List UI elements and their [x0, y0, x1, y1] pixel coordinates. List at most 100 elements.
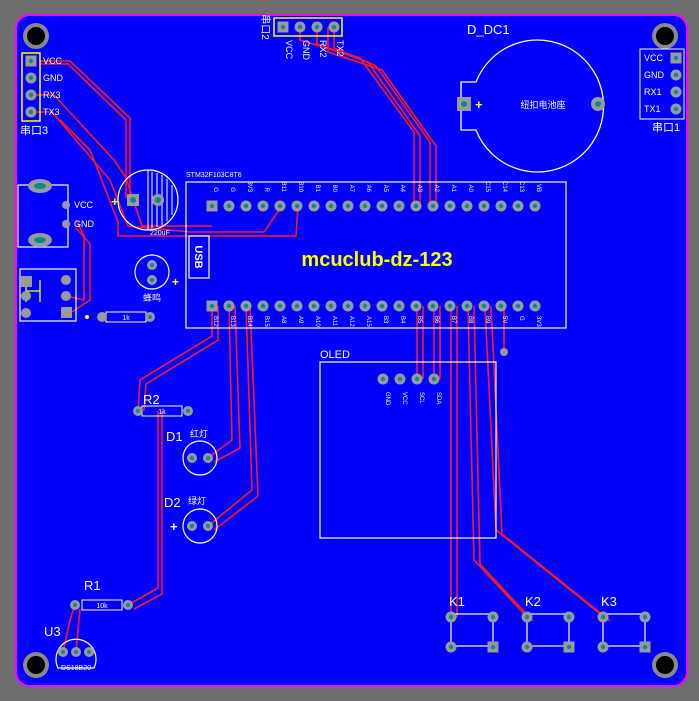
buzzer-polarity: +: [172, 275, 179, 289]
trace: [40, 63, 127, 198]
battery-holder-outline: [460, 39, 605, 173]
led-label: 红灯: [190, 428, 208, 439]
pin-pad-hole: [311, 203, 317, 209]
push-button: K1: [445, 594, 499, 653]
pin-pad-hole: [566, 644, 572, 650]
pin-pad-hole: [396, 303, 402, 309]
switch-pad: [61, 307, 72, 318]
sensor-pad-hole: [61, 650, 65, 654]
trace: [467, 305, 528, 618]
power-jack-pad-hole: [34, 183, 46, 189]
mcu-pin-label: B10: [297, 181, 303, 192]
pin-pad-hole: [600, 614, 606, 620]
trace: [75, 608, 81, 653]
pin-pad-hole: [498, 203, 504, 209]
pin-pad-hole: [447, 203, 453, 209]
trace: [490, 305, 611, 622]
mcu-pin-label: B7: [450, 316, 456, 324]
capacitor-pad-hole: [130, 197, 136, 203]
header-right-pin-label: TX1: [644, 104, 661, 114]
pin-pad-hole: [524, 644, 530, 650]
pin-pad-hole: [448, 644, 454, 650]
resistor-pad-hole: [73, 603, 77, 607]
pin-pad-hole: [490, 644, 496, 650]
power-jack-pin-label: VCC: [74, 200, 94, 210]
pin-pad-hole: [532, 303, 538, 309]
pin-pad-hole: [430, 203, 436, 209]
mcu-pin-label: C13: [518, 181, 524, 193]
resistor-pad-hole: [148, 315, 152, 319]
switch-pad: [21, 276, 32, 287]
mcu-pin-label: A10: [314, 316, 320, 327]
pin-pad-hole: [397, 376, 403, 382]
resistor-value: 10k: [96, 603, 108, 610]
trace: [473, 305, 534, 622]
mcu-pin-label: A7: [348, 185, 354, 193]
resistor-ref: R1: [84, 578, 101, 593]
pin-pad-hole: [28, 92, 34, 98]
button-outline: [526, 613, 570, 647]
button-outline: [450, 613, 494, 647]
power-jack-pin-label: GND: [74, 219, 95, 229]
mcu-pin-label: 3V3: [246, 181, 252, 192]
polarity-dot: [85, 315, 89, 319]
via: [500, 348, 508, 356]
trace: [65, 219, 85, 301]
switch-outline: [19, 268, 77, 322]
mcu-pin-label: B11: [280, 182, 286, 193]
buzzer-label: 蜂鸣: [143, 292, 161, 303]
pin-pad-hole: [328, 203, 334, 209]
pin-pad-hole: [673, 89, 679, 95]
pin-pad-hole: [294, 303, 300, 309]
header-left-pin-label: RX3: [43, 90, 61, 100]
power-jack-pad: [62, 201, 70, 209]
sensor-outline: [55, 638, 97, 669]
buzzer-outline: [134, 254, 170, 290]
pin-pad-hole: [673, 106, 679, 112]
pin-pad-hole: [396, 203, 402, 209]
switch-pad: [21, 291, 31, 301]
led-outline: [182, 440, 218, 476]
pin-pad-hole: [430, 303, 436, 309]
pin-pad-hole: [243, 303, 249, 309]
board-outline: [15, 14, 688, 687]
pin-pad-hole: [380, 376, 386, 382]
pin-pad-hole: [447, 303, 453, 309]
header-right-ref: 串口1: [652, 121, 680, 134]
trace: [59, 119, 299, 237]
resistor-pad-hole: [126, 603, 130, 607]
mcu-pin-label: A3: [416, 185, 422, 193]
led-outline: [182, 508, 218, 544]
header-right-pin-label: VCC: [644, 53, 664, 63]
switch-pad: [61, 275, 71, 285]
board-title: mcuclub-dz-123: [301, 249, 452, 271]
mounting-hole: [27, 656, 45, 674]
pin-pad-hole: [414, 376, 420, 382]
mcu-pin-label: A6: [365, 185, 371, 193]
button-ref: K3: [601, 594, 617, 609]
mcu-pin-label: 3V3: [535, 316, 541, 327]
sensor-pad-hole: [74, 650, 78, 654]
usb-connector-outline: [188, 235, 210, 279]
resistor-value: 1k: [122, 315, 130, 322]
led-ref: D2: [164, 495, 181, 510]
pin-pad-hole: [379, 303, 385, 309]
pin-pad-hole: [297, 24, 303, 30]
battery-pad-hole: [595, 101, 601, 107]
header-top-ref: 串口2: [259, 14, 271, 40]
mcu-pin-label: VB: [535, 184, 541, 192]
mcu-pin-label: B4: [399, 316, 405, 324]
header-top-pin-label: GND: [301, 40, 311, 61]
battery-pad-hole: [461, 101, 467, 107]
trace: [327, 27, 437, 206]
trace: [213, 305, 259, 531]
trace: [137, 306, 213, 412]
mcu-pin-label: B13: [229, 316, 235, 327]
pin-pad-hole: [379, 203, 385, 209]
trace: [333, 27, 431, 206]
capacitor-pad-hole: [155, 197, 161, 203]
pin-pad-hole: [226, 303, 232, 309]
mcu-pin-label: G: [212, 187, 218, 192]
